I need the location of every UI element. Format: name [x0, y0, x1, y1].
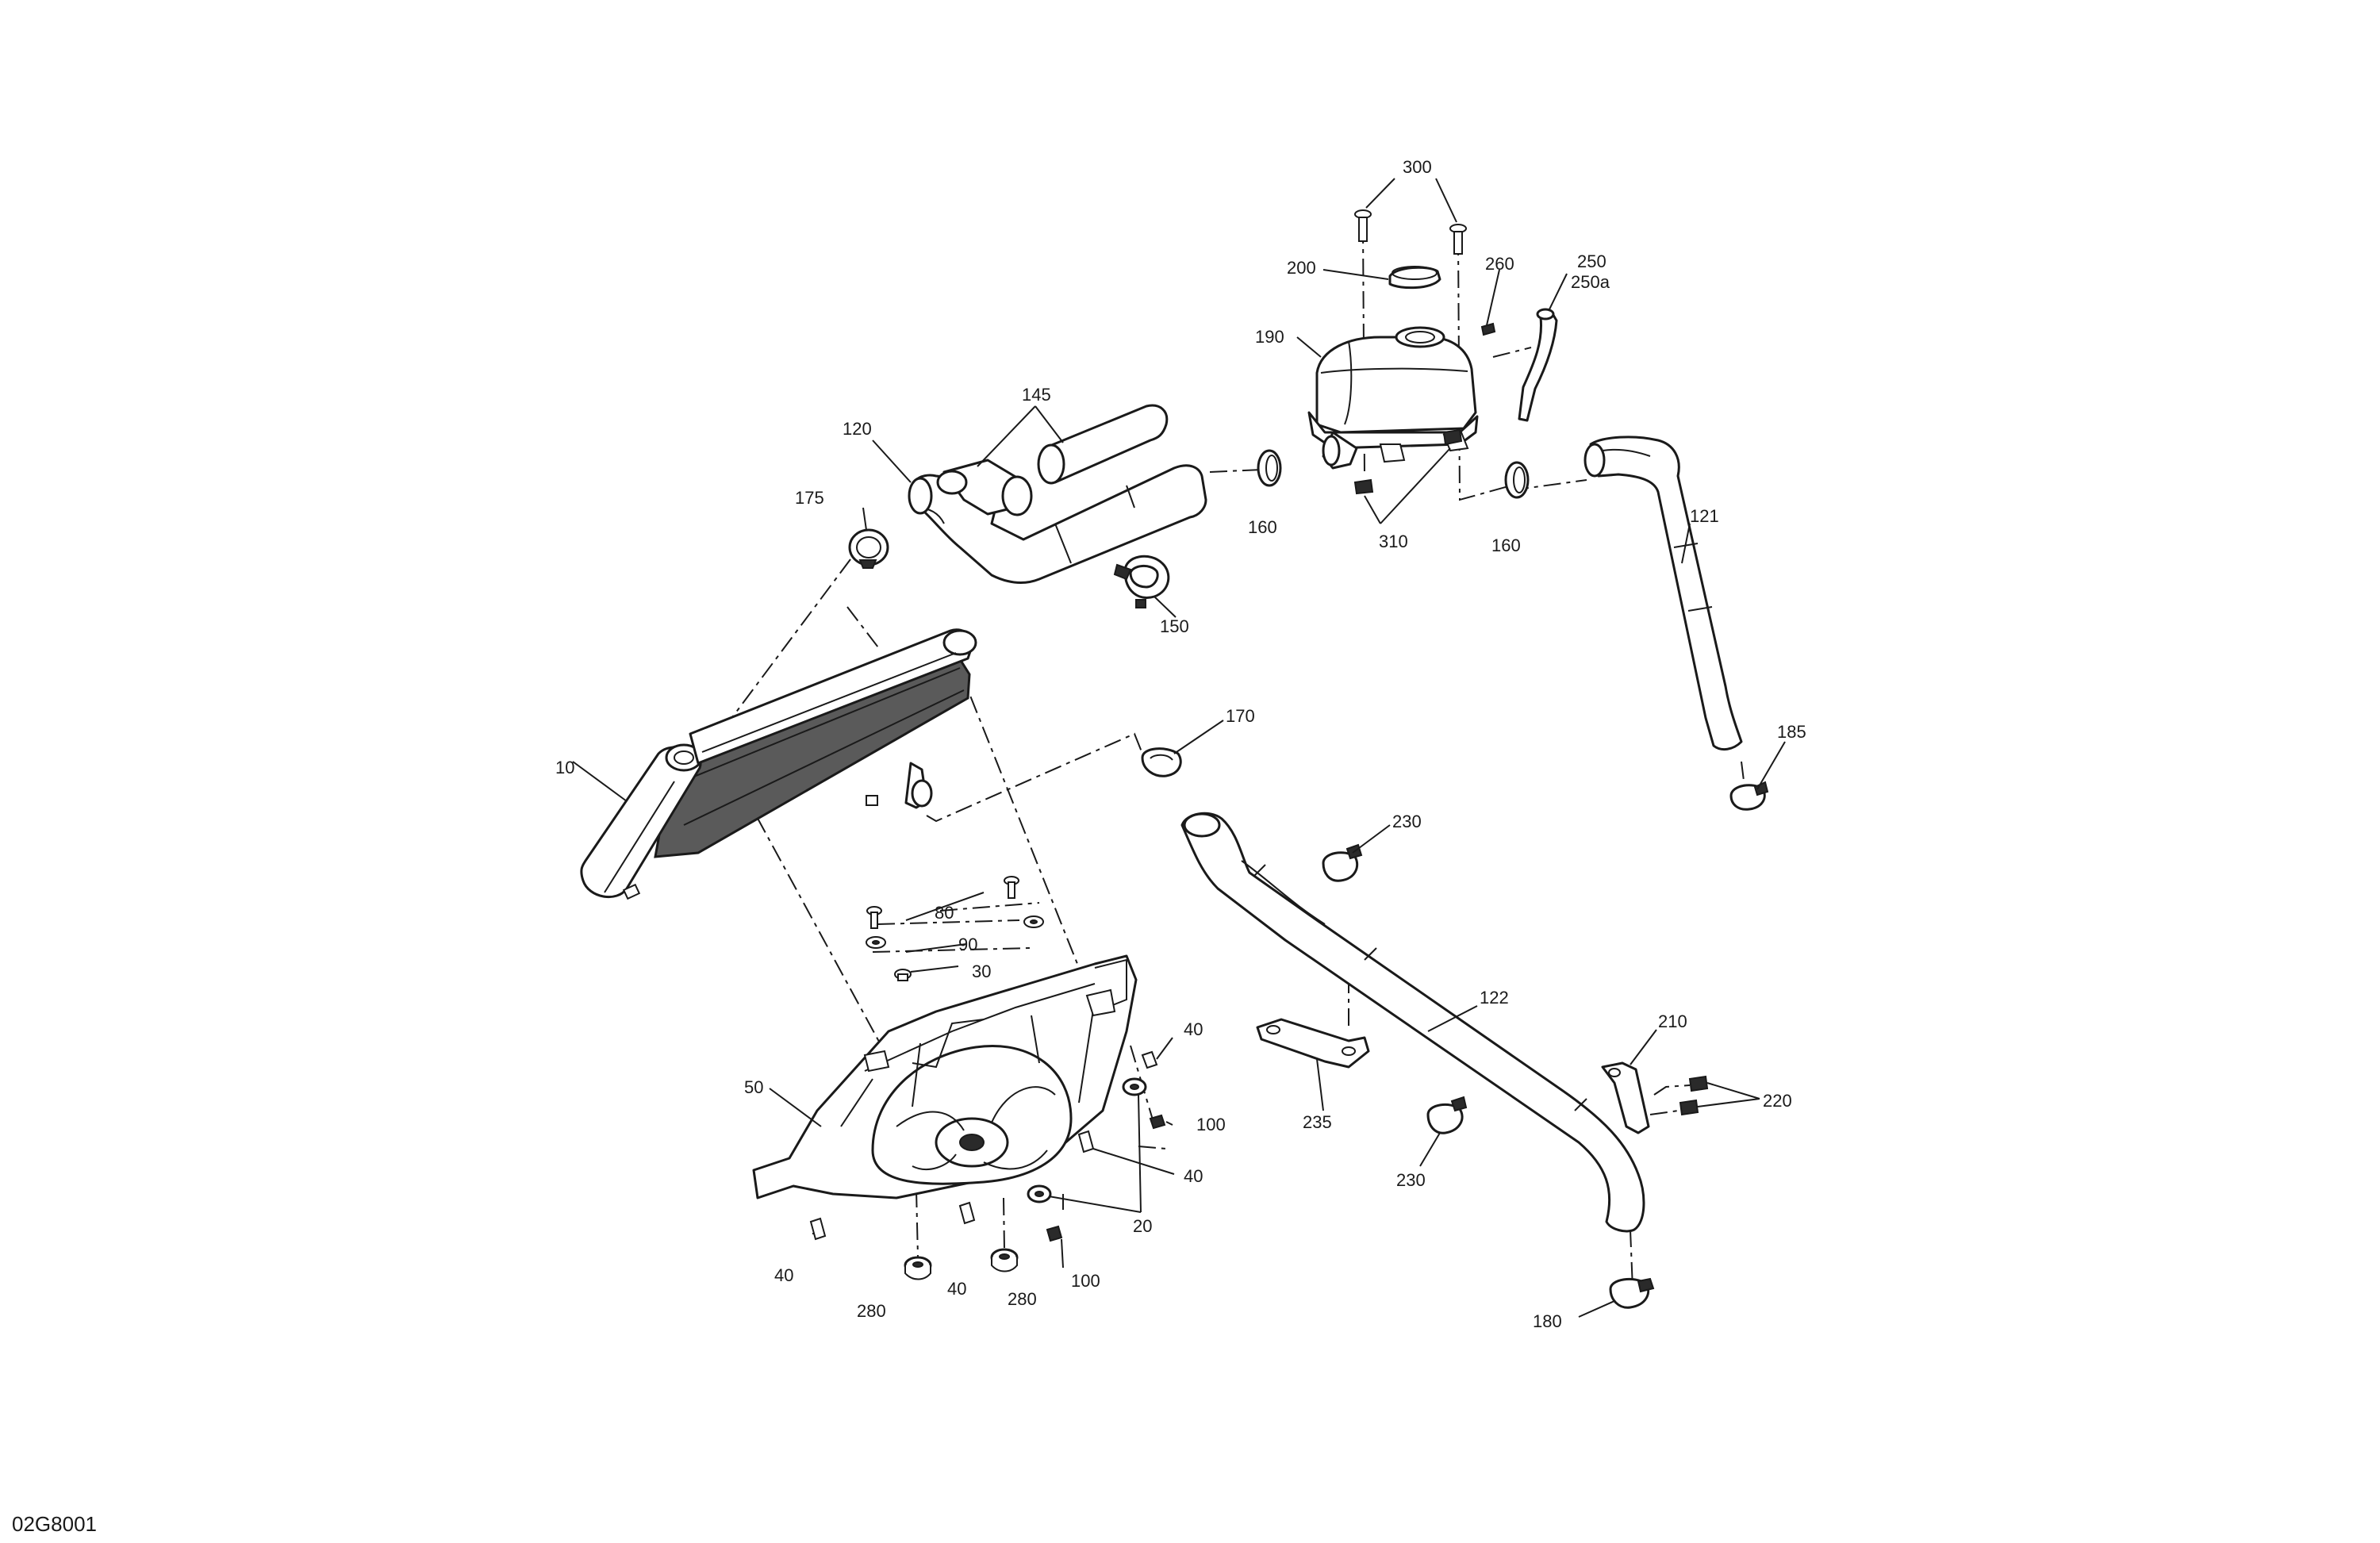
fan-shroud	[752, 954, 1138, 1199]
callout-175: 175	[795, 488, 824, 508]
callout-40-lower-mid: 40	[947, 1279, 966, 1299]
callout-100-upper: 100	[1196, 1115, 1226, 1134]
bolt-80-left	[866, 906, 882, 929]
callout-180: 180	[1533, 1311, 1562, 1331]
callout-30: 30	[972, 961, 991, 981]
diagram-code: 02G8001	[12, 1512, 97, 1536]
callout-160-right: 160	[1491, 535, 1521, 555]
callout-190: 190	[1255, 327, 1284, 347]
washer-90-right	[1023, 915, 1044, 928]
callout-230-bottom: 230	[1396, 1170, 1426, 1190]
callout-300: 300	[1403, 157, 1432, 177]
callout-280-left: 280	[857, 1301, 886, 1321]
clamp-185	[1729, 781, 1769, 811]
callout-122: 122	[1480, 988, 1509, 1008]
fitting-260	[1480, 322, 1496, 336]
callout-310: 310	[1379, 532, 1408, 551]
clamp-170	[1141, 747, 1182, 777]
fastener-310-b	[1442, 428, 1463, 446]
grommet-20-right	[1122, 1077, 1147, 1096]
radiator-cap-175	[848, 528, 889, 569]
callout-250a: 250a	[1571, 272, 1610, 292]
assembly-lines	[701, 225, 1746, 1290]
hose-145	[936, 404, 1169, 516]
spacer-280-left	[904, 1256, 932, 1280]
callout-200: 200	[1287, 258, 1316, 278]
callout-50: 50	[744, 1077, 763, 1097]
bracket-235	[1256, 1018, 1370, 1069]
callout-40-upper: 40	[1184, 1019, 1203, 1039]
grommet-20-left	[1027, 1184, 1052, 1203]
callout-235: 235	[1303, 1112, 1332, 1132]
bolt-40-upper	[1141, 1050, 1158, 1069]
washer-90-left	[866, 936, 886, 949]
bolt-300-right	[1449, 224, 1467, 255]
bracket-210	[1601, 1061, 1650, 1134]
reservoir-cap-200	[1388, 266, 1441, 290]
coolant-reservoir	[1307, 326, 1479, 470]
callout-250: 250	[1577, 251, 1606, 271]
grommet-30	[894, 969, 912, 981]
callout-labels: 10 175 120 145 150 160 160 300 200 190 2…	[555, 157, 1806, 1331]
leader-lines	[572, 178, 1786, 1318]
clamp-230-bottom	[1426, 1096, 1468, 1134]
callout-170: 170	[1226, 706, 1255, 726]
clamp-160-right	[1504, 461, 1530, 499]
callout-230-top: 230	[1392, 812, 1422, 831]
radiator	[580, 628, 977, 900]
callout-40-lower-left: 40	[774, 1265, 793, 1285]
callout-121: 121	[1690, 506, 1719, 526]
spacer-280-right	[990, 1248, 1019, 1272]
callout-280-right: 280	[1008, 1289, 1037, 1309]
callout-10: 10	[555, 758, 574, 777]
vent-hose-250	[1518, 308, 1558, 422]
callout-20: 20	[1133, 1216, 1152, 1236]
callout-260: 260	[1485, 254, 1514, 274]
callout-145: 145	[1022, 385, 1051, 405]
callout-185: 185	[1777, 722, 1806, 742]
callout-210: 210	[1658, 1011, 1687, 1031]
callout-160-left: 160	[1248, 517, 1277, 537]
bolt-80-right	[1004, 876, 1019, 899]
hose-121	[1583, 436, 1743, 751]
callout-40-middle: 40	[1184, 1166, 1203, 1186]
callout-80: 80	[935, 903, 954, 923]
bolt-300-left	[1354, 209, 1372, 242]
clamp-160-left	[1257, 449, 1282, 487]
fastener-310-a	[1353, 478, 1374, 495]
clamp-180	[1609, 1277, 1655, 1309]
callout-150: 150	[1160, 616, 1189, 636]
bolt-220-upper	[1688, 1075, 1709, 1092]
hose-122	[1180, 812, 1645, 1233]
callout-90: 90	[958, 935, 977, 954]
clamp-150	[1113, 555, 1170, 608]
bolt-220-lower	[1679, 1099, 1699, 1116]
callout-220: 220	[1763, 1091, 1792, 1111]
bolt-40-middle	[1077, 1130, 1095, 1153]
callout-120: 120	[843, 419, 872, 439]
bolt-40-lower-mid	[958, 1201, 976, 1225]
nut-100-left	[1046, 1225, 1063, 1242]
nut-100-right	[1149, 1114, 1166, 1130]
bolt-40-lower-left	[809, 1217, 827, 1241]
callout-100-lower: 100	[1071, 1271, 1100, 1291]
